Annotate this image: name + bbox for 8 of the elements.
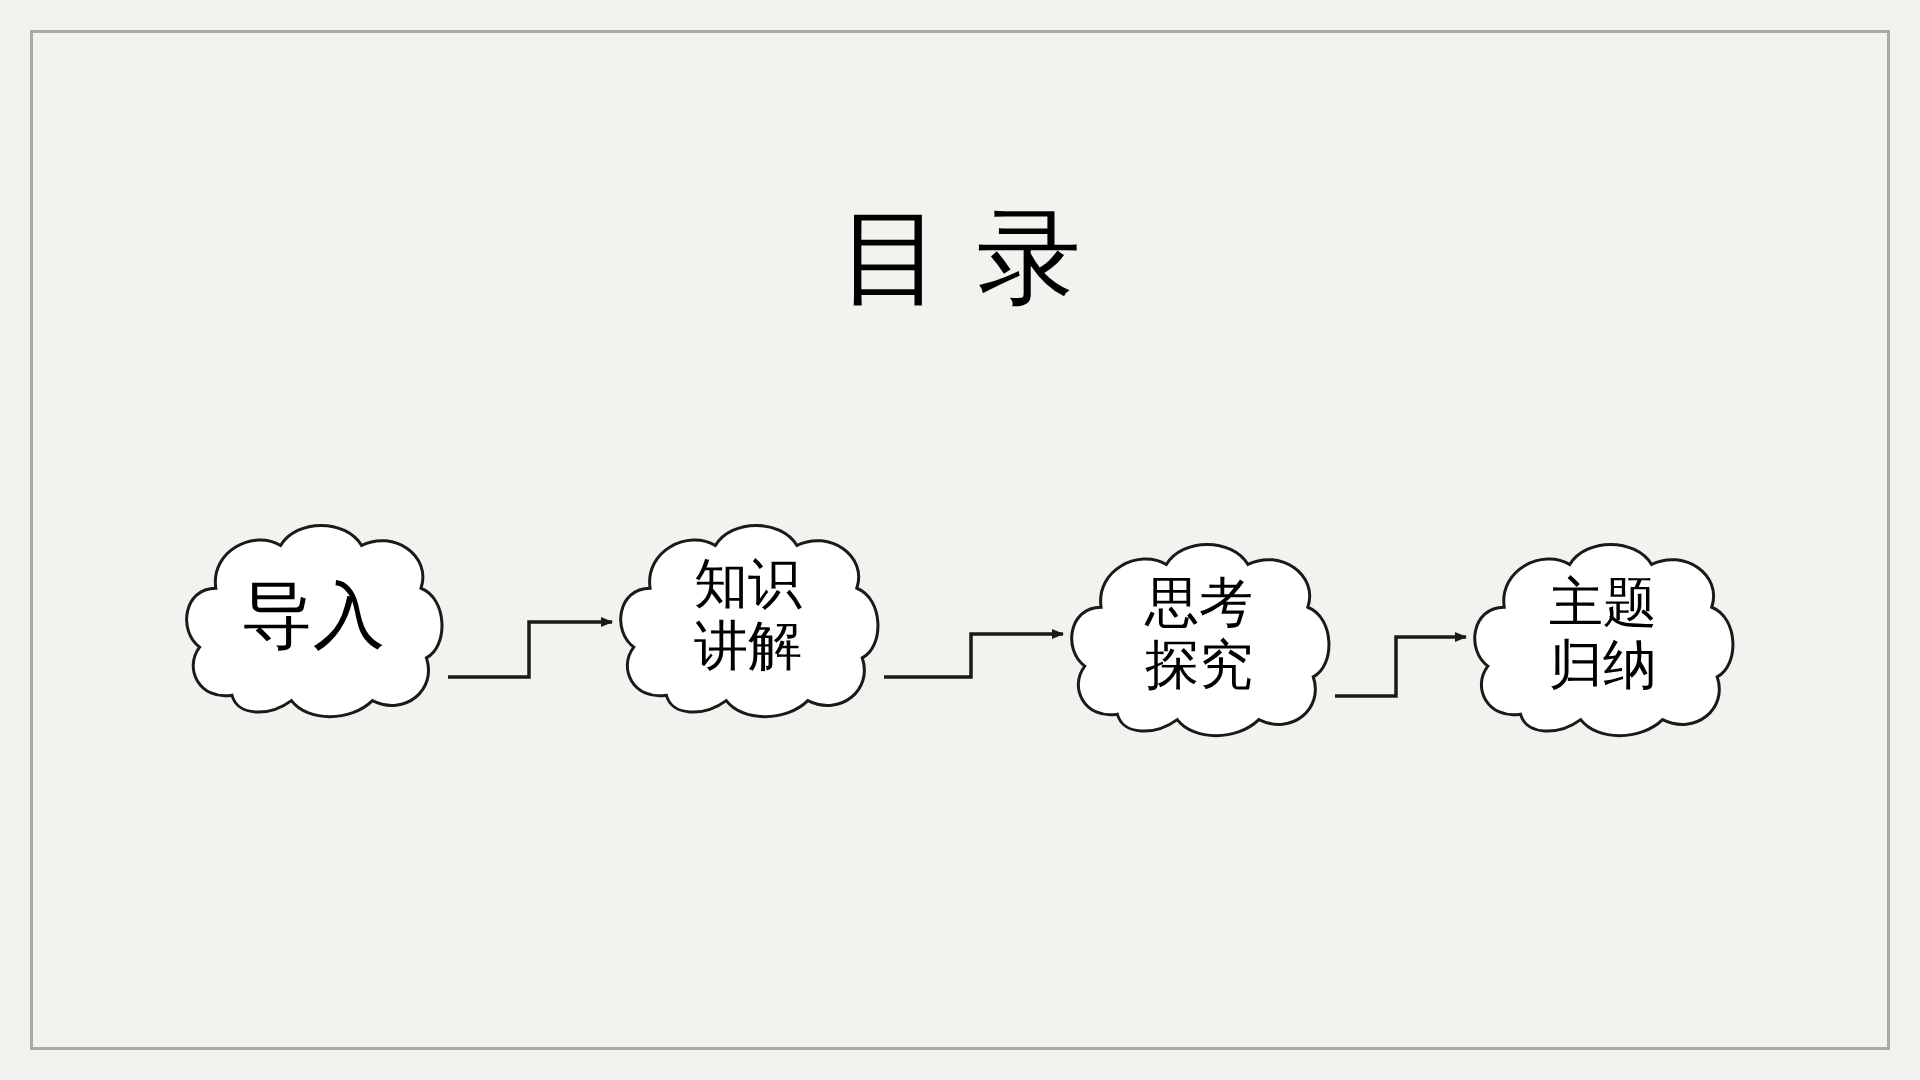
title: 目 录 xyxy=(838,205,1082,309)
node-label: 知识讲解 xyxy=(693,552,803,678)
arrow xyxy=(448,617,613,679)
arrow xyxy=(1335,632,1467,698)
node-label: 主题归纳 xyxy=(1547,571,1658,697)
arrow xyxy=(884,629,1064,679)
node-label: 导入 xyxy=(241,573,385,657)
node-label: 思考探究 xyxy=(1143,571,1254,697)
